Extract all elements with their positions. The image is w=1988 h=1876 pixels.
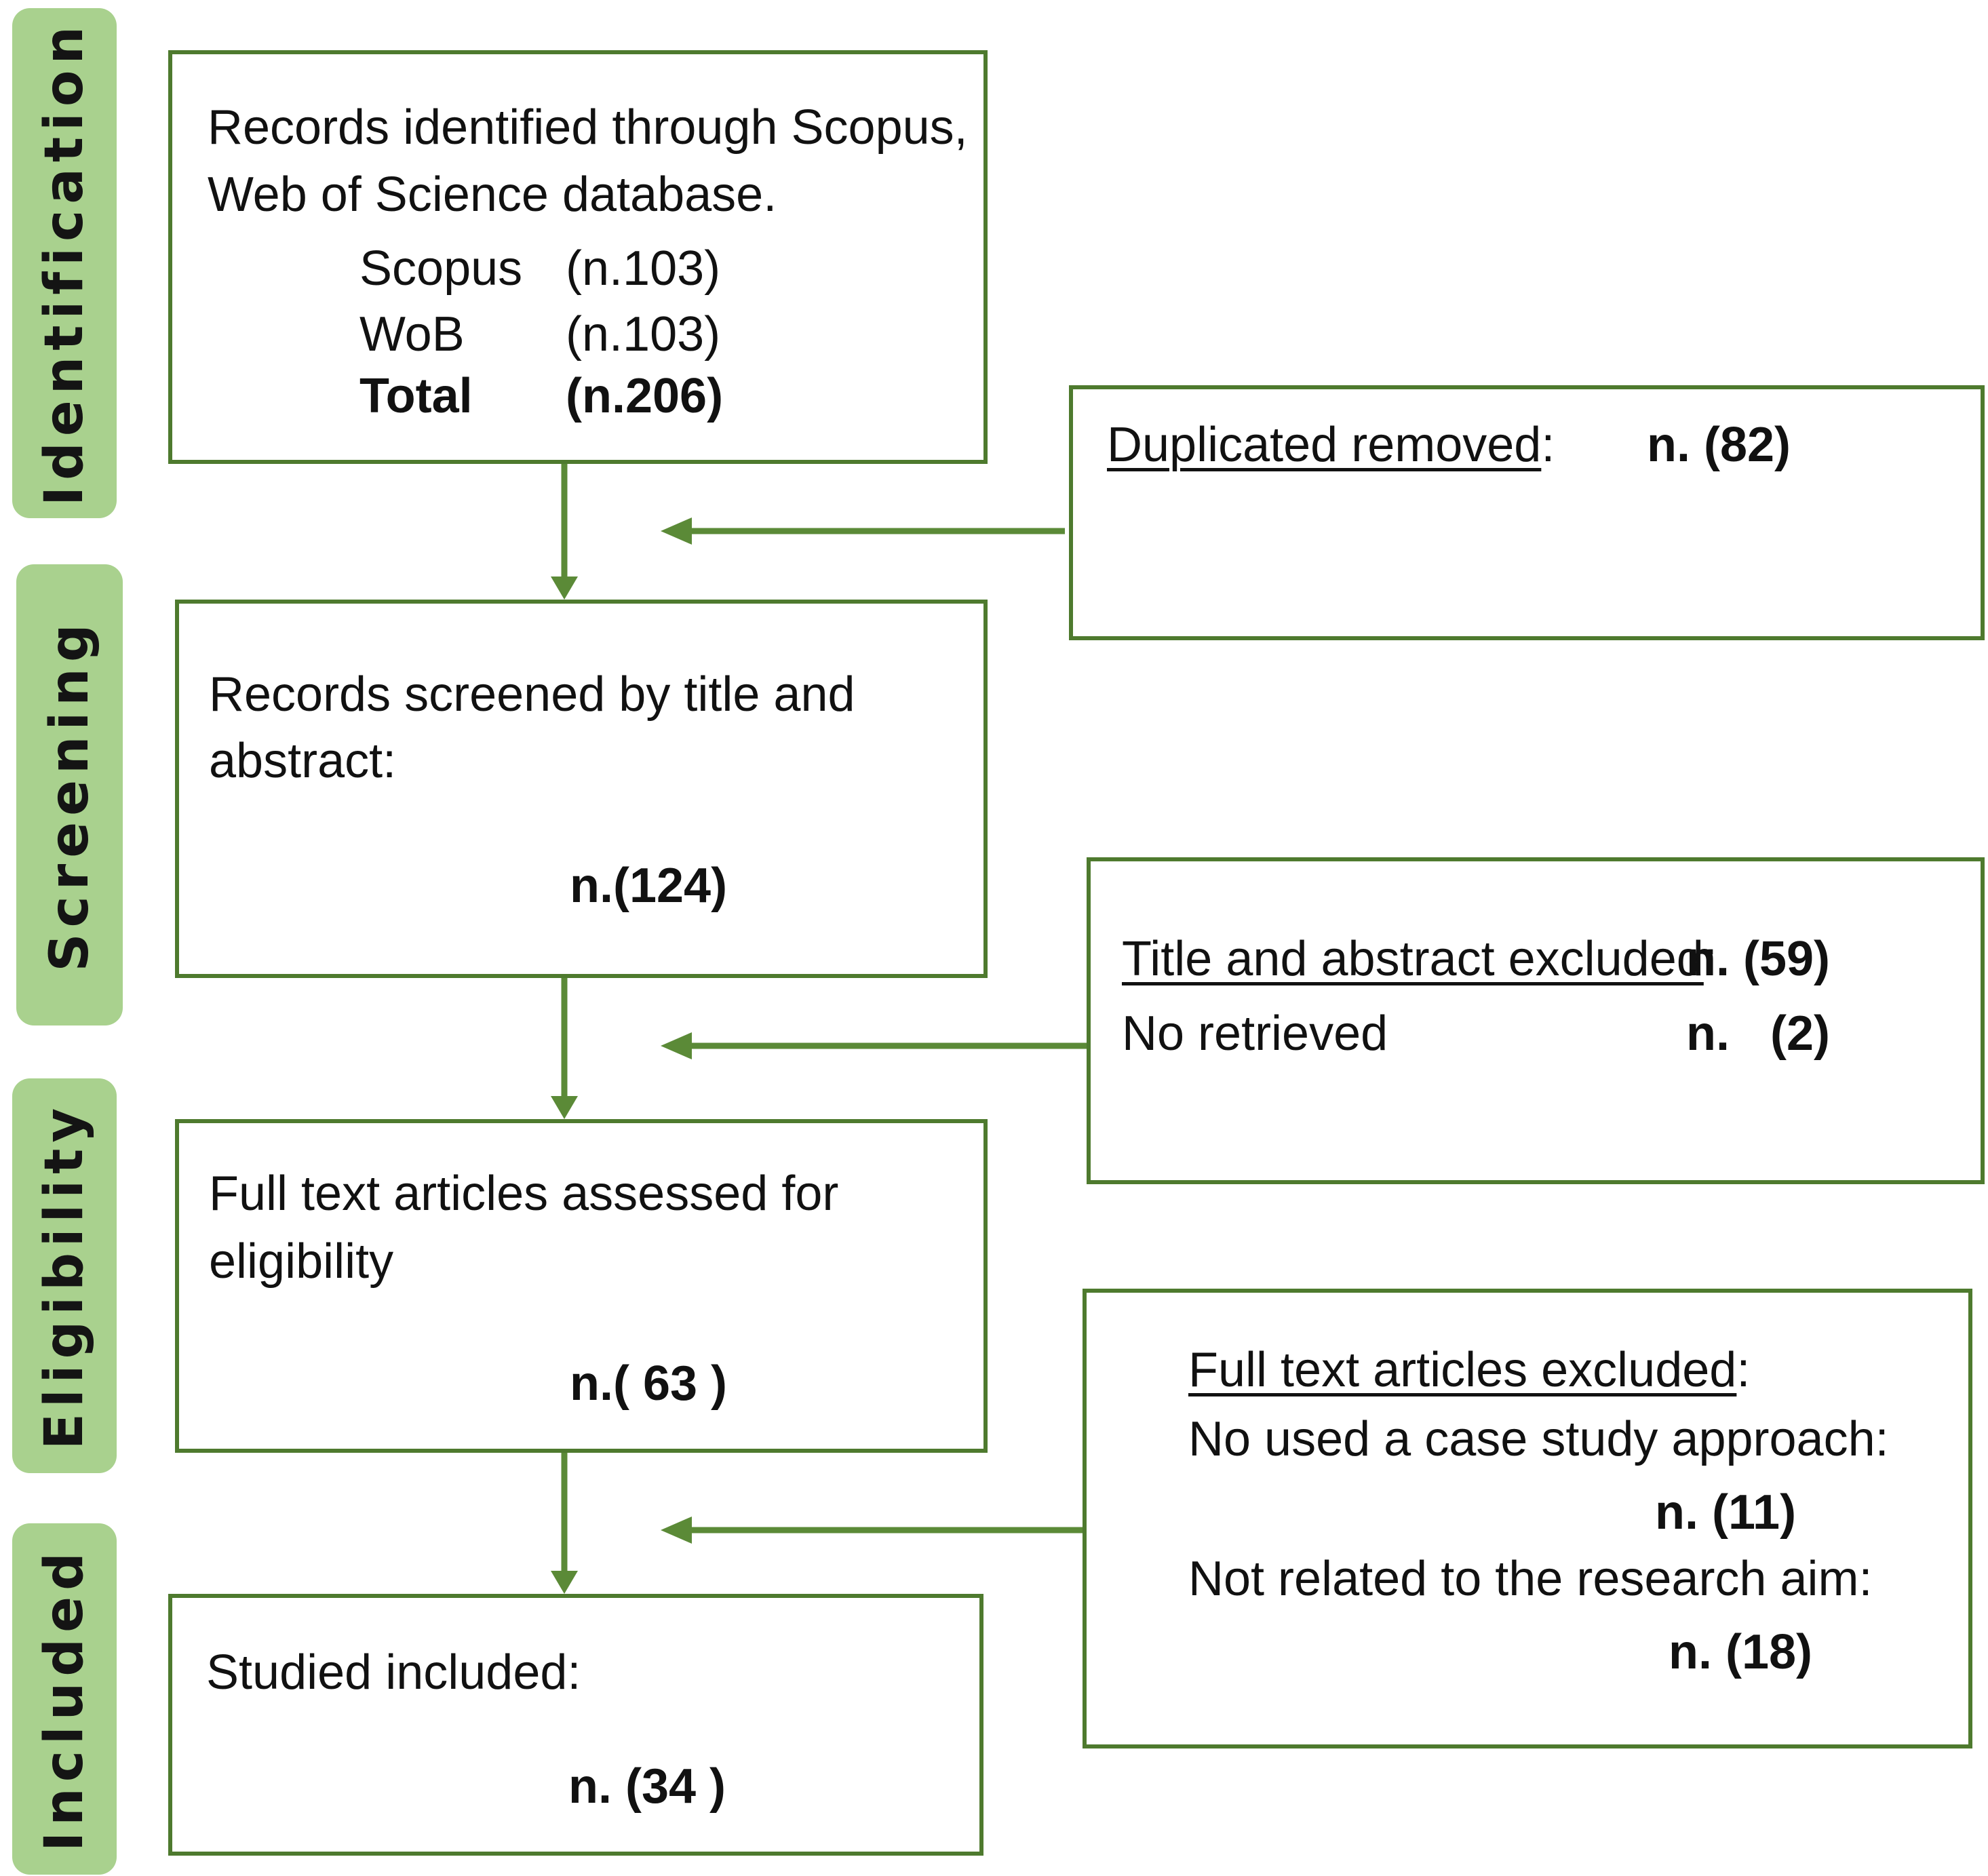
- reason-case-study: No used a case study approach:: [1188, 1412, 1889, 1466]
- duplicates-removed-box: Duplicated removed: n. (82): [1069, 385, 1985, 640]
- included-box: Studied included: n. (34 ): [168, 1594, 983, 1856]
- arrow-left-2-head: [661, 1032, 692, 1059]
- title-abstract-label-line: Title and abstract excluded:: [1122, 935, 1717, 983]
- scopus-label: Scopus: [359, 241, 523, 296]
- screening-value: n.(124): [570, 859, 728, 913]
- wob-label: WoB: [359, 307, 465, 361]
- eligibility-box: Full text articles assessed for eligibil…: [175, 1119, 988, 1453]
- title-abstract-value: n. (59): [1686, 932, 1831, 986]
- duplicates-label: Duplicated removed: [1107, 418, 1542, 472]
- stage-tab-eligibility: Eligibility: [12, 1078, 117, 1473]
- stage-tab-identification: Identification: [12, 8, 117, 518]
- wob-value: (n.103): [566, 307, 721, 361]
- no-retrieved-label: No retrieved: [1122, 1007, 1388, 1061]
- duplicates-value: n. (82): [1647, 418, 1791, 472]
- duplicates-colon: :: [1541, 418, 1555, 472]
- arrow-left-3-head: [661, 1517, 692, 1544]
- arrow-down-3-head: [551, 1571, 578, 1594]
- arrow-down-1-head: [551, 577, 578, 600]
- identification-line1: Records identified through Scopus,: [208, 100, 968, 155]
- eligibility-line1: Full text articles assessed for: [209, 1167, 839, 1221]
- screening-line2: abstract:: [209, 734, 397, 788]
- fulltext-excluded-colon: :: [1736, 1343, 1751, 1397]
- identification-box: Records identified through Scopus, Web o…: [168, 50, 988, 464]
- eligibility-value: n.( 63 ): [570, 1356, 728, 1411]
- total-value: (n.206): [566, 369, 724, 423]
- fulltext-excluded-label-line: Full text articles excluded:: [1188, 1346, 1750, 1394]
- arrow-down-2-head: [551, 1096, 578, 1119]
- arrow-left-1-head: [661, 517, 692, 545]
- duplicates-label-line: Duplicated removed:: [1107, 421, 1555, 469]
- fulltext-excluded-label: Full text articles excluded: [1188, 1343, 1737, 1397]
- screening-box: Records screened by title and abstract: …: [175, 600, 988, 978]
- title-abstract-label: Title and abstract excluded: [1122, 932, 1704, 986]
- stage-tab-screening: Screening: [16, 564, 123, 1025]
- title-abstract-colon: :: [1703, 932, 1717, 986]
- reason-case-study-value: n. (11): [1655, 1485, 1797, 1540]
- screening-line1: Records screened by title and: [209, 667, 855, 722]
- reason-research-aim: Not related to the research aim:: [1188, 1552, 1873, 1606]
- fulltext-excluded-box: Full text articles excluded: No used a c…: [1083, 1289, 1972, 1748]
- title-abstract-excluded-box: Title and abstract excluded: n. (59) No …: [1087, 857, 1985, 1184]
- eligibility-line2: eligibility: [209, 1234, 394, 1289]
- stage-tab-included: Included: [12, 1523, 117, 1875]
- scopus-value: (n.103): [566, 241, 721, 296]
- included-value: n. (34 ): [568, 1759, 726, 1814]
- included-line1: Studied included:: [206, 1645, 581, 1700]
- no-retrieved-value: n. (2): [1686, 1007, 1830, 1061]
- reason-research-aim-value: n. (18): [1669, 1625, 1813, 1679]
- identification-line2: Web of Science database.: [208, 168, 777, 222]
- total-label: Total: [359, 369, 473, 423]
